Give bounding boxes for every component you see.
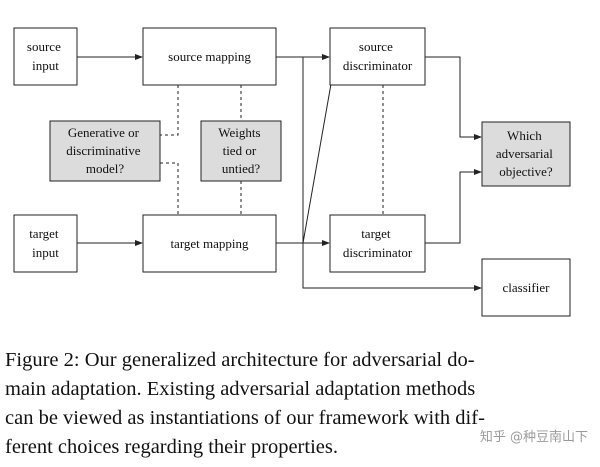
generative-model-label: Generative or discriminative model? — [66, 125, 144, 176]
edge-target-mapping-to-source-disc — [302, 66, 335, 244]
source-input-box — [13, 27, 78, 86]
edge-source-disc-to-objective — [425, 56, 482, 140]
classifier-box — [481, 258, 571, 317]
architecture-diagram: source input source mapping source discr… — [13, 27, 571, 317]
caption-line: Figure 2: Our generalized architecture f… — [5, 349, 475, 371]
target-discriminator-box — [329, 214, 426, 273]
adversarial-objective-box — [481, 121, 571, 187]
weights-tied-label: Weights tied or untied? — [218, 125, 264, 176]
source-mapping-box — [142, 27, 277, 86]
source-input-label: source input — [27, 39, 64, 73]
target-mapping-label: target mapping — [170, 236, 249, 251]
target-input-label: target input — [29, 226, 62, 260]
caption-line: ferent choices regarding their propertie… — [5, 436, 338, 458]
caption-line: main adaptation. Existing adversarial ad… — [5, 378, 476, 400]
watermark: 知乎 @种豆南山下 — [479, 430, 588, 445]
target-input-box — [13, 214, 78, 273]
weights-tied-box — [200, 120, 282, 182]
source-mapping-label: source mapping — [168, 49, 251, 64]
target-mapping-box — [142, 214, 277, 273]
edge-target-disc-to-objective — [425, 169, 482, 244]
source-discriminator-box — [329, 27, 426, 86]
figure-caption: Figure 2: Our generalized architecture f… — [5, 346, 591, 462]
caption-line: can be viewed as instantiations of our f… — [5, 407, 485, 429]
adversarial-objective-label: Which adversarial objective? — [496, 128, 556, 179]
generative-model-box — [49, 120, 161, 182]
edge-source-mapping-to-classifier — [302, 57, 482, 291]
source-discriminator-label: source discriminator — [343, 39, 413, 73]
classifier-label: classifier — [503, 280, 551, 295]
dashed-generative-to-target-mapping — [160, 162, 179, 215]
target-discriminator-label: target discriminator — [343, 226, 413, 260]
dashed-source-mapping-to-generative — [160, 85, 179, 136]
